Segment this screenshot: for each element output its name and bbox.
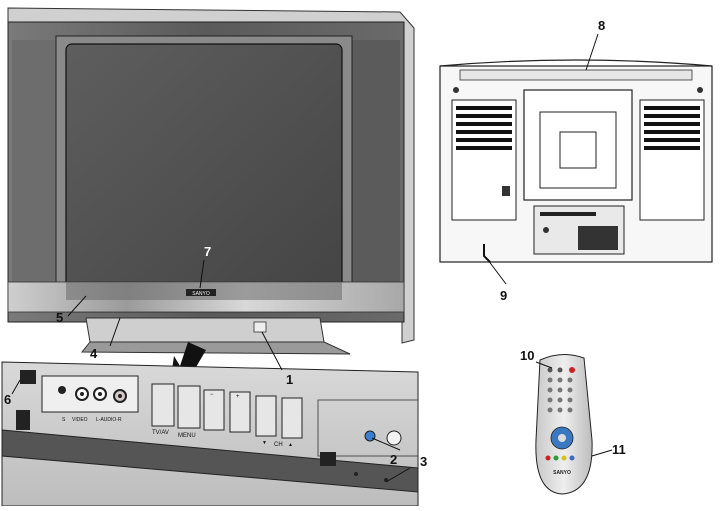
video-label: VIDEO (72, 417, 88, 423)
callout-1: 1 (286, 372, 293, 387)
callout-6: 6 (4, 392, 11, 407)
minus-label: − (210, 392, 214, 398)
tv-front-view: SANYO (7, 7, 415, 355)
screw (697, 87, 703, 93)
front-control-panel: S VIDEO L-AUDIO-R TV/AV MENU − + ▼ CH ▲ (1, 361, 419, 507)
control-panel-lip (1, 429, 419, 493)
channel-down-button (255, 395, 277, 437)
s-video-jack (58, 386, 66, 394)
callout-8: 8 (598, 18, 605, 33)
panel-buttons (151, 383, 303, 439)
front-panel-door (85, 317, 325, 343)
callout-11: 11 (612, 442, 626, 457)
rear-handle (459, 69, 693, 81)
right-clip (320, 452, 336, 466)
right-vent-panel (639, 99, 705, 221)
tv-stand (80, 341, 351, 355)
callout-7: 7 (204, 244, 211, 259)
callout-leaders (11, 33, 613, 483)
tv-logo-text: SANYO (192, 291, 210, 297)
up-label: ▲ (288, 442, 293, 448)
callout-5: 5 (56, 310, 63, 325)
remote-logo: SANYO (553, 470, 571, 476)
power-indicator (364, 430, 376, 442)
remote-control: SANYO (535, 354, 593, 495)
left-vent-panel (451, 99, 517, 221)
rear-clip (502, 186, 510, 196)
callout-2: 2 (390, 452, 397, 467)
screw (453, 87, 459, 93)
remote-sensor (386, 430, 402, 446)
antenna-terminal (543, 227, 549, 233)
right-vent-slots (644, 106, 700, 150)
sensor-window-frame (317, 399, 419, 457)
terminal-label-strip (540, 212, 596, 216)
down-label: ▼ (262, 440, 267, 446)
menu-label: MENU (178, 433, 196, 439)
rear-top-curve (439, 59, 713, 67)
callout-3: 3 (420, 454, 427, 469)
remote-buttons (545, 367, 575, 461)
left-clip (16, 410, 30, 430)
callout-9: 9 (500, 288, 507, 303)
right-side-panel (352, 40, 400, 300)
tvav-label: TV/AV (152, 430, 169, 436)
ch-label: CH (274, 442, 283, 448)
channel-up-button (281, 397, 303, 439)
left-side-panel (12, 40, 57, 300)
volume-up-button (229, 391, 251, 433)
tv-logo-plate (186, 289, 216, 296)
s-jack-label: S (62, 417, 66, 423)
av-terminals (578, 226, 618, 250)
callout-10: 10 (520, 348, 534, 363)
callout-4: 4 (90, 346, 98, 361)
callout-numbers: 1 2 3 4 5 6 7 8 9 10 11 (4, 18, 626, 469)
audio-label: L-AUDIO-R (96, 417, 122, 423)
rear-centre-plate (559, 131, 597, 169)
tvav-button (151, 383, 175, 427)
plus-label: + (236, 394, 240, 400)
volume-down-button (203, 389, 225, 431)
left-vent-slots (456, 106, 512, 150)
power-button (253, 321, 267, 333)
menu-button (177, 385, 201, 429)
side-slot (20, 370, 36, 384)
tv-rear-view (439, 59, 713, 263)
